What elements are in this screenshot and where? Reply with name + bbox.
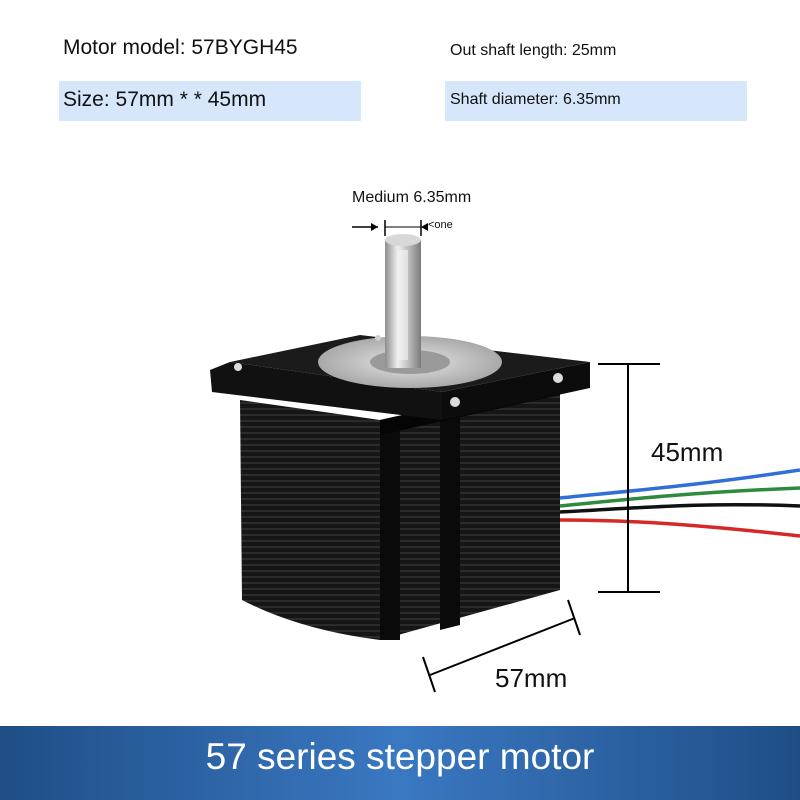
- height-dimension-line: [598, 363, 660, 593]
- shaft-length-text: Out shaft length: 25mm: [450, 42, 617, 59]
- motor-model-text: Motor model: 57BYGH45: [63, 36, 298, 59]
- width-dimension-line: [422, 599, 581, 693]
- shaft-diameter-text: Shaft diameter: 6.35mm: [450, 91, 621, 108]
- title-banner: [0, 726, 800, 800]
- banner-title: 57 series stepper motor: [205, 736, 595, 777]
- shaft-diameter-label: Medium 6.35mm: [352, 189, 472, 206]
- motor-wires: [559, 468, 800, 538]
- shaft-diameter-highlight: [445, 81, 747, 121]
- shaft-diameter-marker: [352, 220, 428, 236]
- size-highlight: [59, 81, 361, 121]
- shaft-diameter-sublabel: <one: [428, 219, 453, 231]
- motor-shaft: [385, 234, 421, 368]
- size-text: Size: 57mm * * 45mm: [63, 88, 267, 111]
- width-label: 57mm: [495, 663, 568, 693]
- height-label: 45mm: [651, 437, 724, 467]
- motor-body: [240, 380, 560, 640]
